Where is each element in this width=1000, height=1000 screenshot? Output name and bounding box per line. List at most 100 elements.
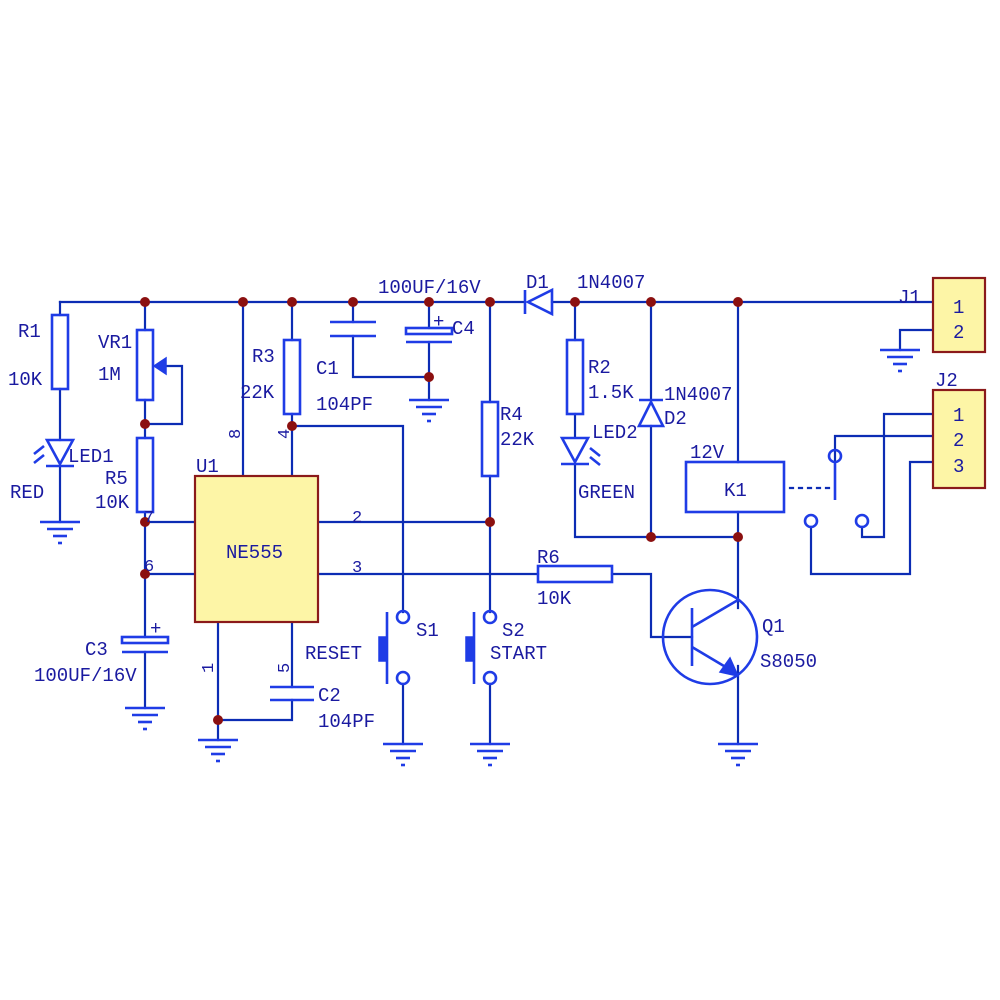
- led2-symbol: [559, 436, 601, 467]
- c2-value: 104PF: [318, 711, 375, 733]
- j1-pin1-label: 1: [953, 297, 964, 319]
- wire-reset-line: [290, 424, 405, 614]
- r2-value: 1.5K: [588, 382, 634, 404]
- wire-led2-bottom: [573, 462, 740, 539]
- ground-icon: [196, 738, 240, 763]
- ground-icon: [716, 742, 760, 767]
- led1-symbol: [33, 438, 76, 468]
- s2-name: START: [490, 643, 547, 665]
- junction: [238, 297, 248, 307]
- resistor-r6: [536, 564, 614, 584]
- switch-s1: [378, 609, 411, 686]
- junction: [287, 297, 297, 307]
- ground-icon: [878, 348, 922, 373]
- pin-7-label: 7: [144, 509, 154, 528]
- junction: [213, 715, 223, 725]
- junction: [485, 517, 495, 527]
- c3-value: 100UF/16V: [34, 665, 137, 687]
- r2-ref: R2: [588, 357, 611, 379]
- junction: [646, 532, 656, 542]
- junction: [733, 297, 743, 307]
- pin-1-label: 1: [200, 663, 219, 673]
- ground-icon: [407, 398, 451, 423]
- r5-value: 10K: [95, 492, 130, 514]
- k1-ref: K1: [724, 480, 747, 502]
- wire-c2-bottom: [216, 698, 294, 722]
- ground-icon: [38, 520, 82, 545]
- vr1-wiper-arrow: [152, 356, 167, 376]
- ground-icon: [468, 742, 512, 767]
- resistor-r3: [282, 338, 302, 416]
- pin-2-label: 2: [352, 509, 362, 528]
- ground-icon: [381, 742, 425, 767]
- wire-contact-no: [809, 460, 935, 576]
- junction: [140, 419, 150, 429]
- s1-name: RESET: [305, 643, 362, 665]
- capacitor-c3: [120, 635, 170, 654]
- j2-pin1-label: 1: [953, 405, 964, 427]
- led1-color: RED: [10, 482, 44, 504]
- r1-value: 10K: [8, 369, 43, 391]
- s1-ref: S1: [416, 620, 439, 642]
- led2-ref: LED2: [592, 422, 638, 444]
- resistor-r5: [135, 436, 155, 514]
- j2-pin3-label: 3: [953, 456, 964, 478]
- r6-ref: R6: [537, 547, 560, 569]
- junction: [485, 297, 495, 307]
- relay-contacts: [803, 448, 870, 529]
- junction: [646, 297, 656, 307]
- junction: [287, 421, 297, 431]
- c1-value: 104PF: [316, 394, 373, 416]
- junction: [140, 569, 150, 579]
- diode-d1: [523, 287, 554, 317]
- pin-8-label: 8: [227, 429, 246, 439]
- d2-ref: D2: [664, 408, 687, 430]
- vr1-value: 1M: [98, 364, 121, 386]
- wire-r6-base: [610, 572, 694, 639]
- r4-ref: R4: [500, 404, 523, 426]
- resistor-r4: [480, 400, 500, 478]
- r4-value: 22K: [500, 429, 535, 451]
- wires: [58, 300, 935, 746]
- transistor-q1: [661, 588, 759, 686]
- pin-6-label: 6: [144, 558, 154, 577]
- wire-c1-bottom: [351, 334, 431, 379]
- resistor-r2: [565, 338, 585, 416]
- j2-pin2-label: 2: [953, 430, 964, 452]
- s2-ref: S2: [502, 620, 525, 642]
- u1-ref: U1: [196, 456, 219, 478]
- c3-ref: C3: [85, 639, 108, 661]
- c3-plus: +: [150, 618, 161, 640]
- ground-symbols: [38, 348, 922, 767]
- c4-plus: +: [433, 311, 444, 333]
- wire-contact-nc: [882, 412, 935, 438]
- connector-j1: [931, 276, 987, 354]
- junction: [424, 372, 434, 382]
- pin-4-label: 4: [276, 429, 295, 439]
- capacitor-c1: [330, 320, 376, 338]
- r1-ref: R1: [18, 321, 41, 343]
- junction: [570, 297, 580, 307]
- resistor-r1: [50, 313, 70, 391]
- j2-ref: J2: [935, 370, 958, 392]
- c4-ref: C4: [452, 318, 475, 340]
- labels: R1 10K LED1 RED VR1 1M R5 10K + C3 100UF…: [8, 272, 964, 733]
- junction: [348, 297, 358, 307]
- wire-contact-nc2: [860, 434, 886, 539]
- ic-ne555-body: [193, 474, 320, 624]
- junction: [140, 297, 150, 307]
- pin-5-label: 5: [276, 663, 295, 673]
- led1-ref: LED1: [68, 446, 114, 468]
- d2-value: 1N4007: [664, 384, 732, 406]
- relay-k1-coil: [684, 460, 786, 514]
- potentiometer-vr1: [135, 328, 155, 402]
- vr1-ref: VR1: [98, 332, 132, 354]
- d1-value: 1N4007: [577, 272, 645, 294]
- capacitor-c4: [404, 326, 454, 344]
- q1-ref: Q1: [762, 616, 785, 638]
- c4-value: 100UF/16V: [378, 277, 481, 299]
- q1-part: S8050: [760, 651, 817, 673]
- junction: [424, 297, 434, 307]
- junction: [140, 517, 150, 527]
